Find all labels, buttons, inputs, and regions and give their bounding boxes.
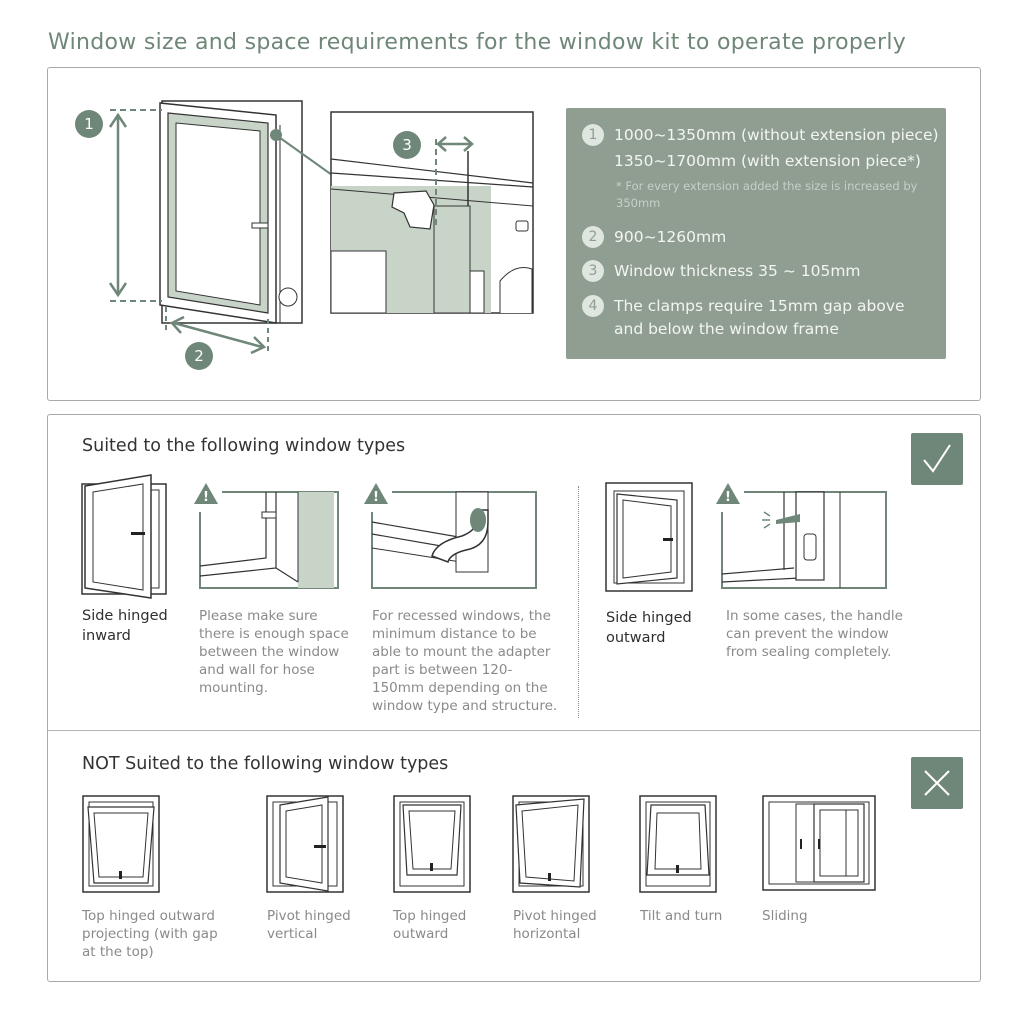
pivot-hinged-vertical-icon <box>266 795 344 893</box>
recessed-window-note: For recessed windows, the minimum distan… <box>372 608 558 714</box>
top-hinged-outward-icon <box>393 795 471 893</box>
requirement-number: 3 <box>582 260 604 282</box>
top-hinged-projecting-icon <box>82 795 160 893</box>
sliding-label: Sliding <box>762 908 808 924</box>
requirement-2: 2 900~1260mm <box>582 226 726 248</box>
requirement-4: 4 The clamps require 15mm gap above <box>582 295 905 317</box>
requirement-text: The clamps require 15mm gap above <box>614 297 905 315</box>
window-dimension-diagram <box>108 100 333 355</box>
section-divider <box>48 730 980 731</box>
pivot-hinged-horizontal-icon <box>512 795 590 893</box>
requirement-1-line2: 1350~1700mm (with extension piece*) <box>614 152 921 170</box>
check-icon <box>911 433 963 485</box>
svg-text:!: ! <box>725 490 731 505</box>
hose-space-note: Please make sure there is enough space b… <box>199 608 349 696</box>
suited-heading: Suited to the following window types <box>82 436 406 456</box>
handle-warning-note: In some cases, the handle can prevent th… <box>726 608 903 660</box>
requirement-text: Window thickness 35 ~ 105mm <box>614 262 861 280</box>
handle-warning-illustration: ! <box>716 483 887 589</box>
svg-text:!: ! <box>373 490 379 505</box>
requirement-4-line2: and below the window frame <box>614 320 839 338</box>
requirement-1: 1 1000~1350mm (without extension piece) <box>582 124 939 146</box>
window-thickness-detail <box>330 111 534 314</box>
hose-space-illustration: ! <box>194 483 339 589</box>
top-hinged-outward-label: Top hinged outward <box>393 908 467 942</box>
recessed-window-illustration: ! <box>364 483 537 589</box>
dotted-separator <box>578 486 579 718</box>
side-hinged-inward-icon <box>81 474 167 599</box>
not-suited-heading: NOT Suited to the following window types <box>82 754 449 774</box>
pivot-hinged-vertical-label: Pivot hinged vertical <box>267 908 351 942</box>
pivot-hinged-horizontal-label: Pivot hinged horizontal <box>513 908 597 942</box>
side-hinged-outward-icon <box>605 482 693 592</box>
page-title: Window size and space requirements for t… <box>48 30 907 55</box>
sliding-window-icon <box>762 795 876 891</box>
tilt-and-turn-label: Tilt and turn <box>640 908 723 924</box>
requirement-text: 1000~1350mm (without extension piece) <box>614 126 939 144</box>
requirement-3: 3 Window thickness 35 ~ 105mm <box>582 260 861 282</box>
svg-text:!: ! <box>203 490 209 505</box>
side-hinged-inward-label: Side hinged inward <box>82 608 168 644</box>
requirement-number: 2 <box>582 226 604 248</box>
marker-3-icon: 3 <box>393 131 421 159</box>
side-hinged-outward-label: Side hinged outward <box>606 610 692 646</box>
requirement-number: 1 <box>582 124 604 146</box>
marker-2-icon: 2 <box>185 342 213 370</box>
tilt-and-turn-icon <box>639 795 717 893</box>
requirement-text: 900~1260mm <box>614 228 727 246</box>
requirement-number: 4 <box>582 295 604 317</box>
cross-icon <box>911 757 963 809</box>
requirements-panel: 1 1000~1350mm (without extension piece) 1… <box>566 108 946 359</box>
top-hinged-projecting-label: Top hinged outward projecting (with gap … <box>82 908 218 960</box>
marker-1-icon: 1 <box>75 110 103 138</box>
requirement-1-note: * For every extension added the size is … <box>616 179 918 210</box>
